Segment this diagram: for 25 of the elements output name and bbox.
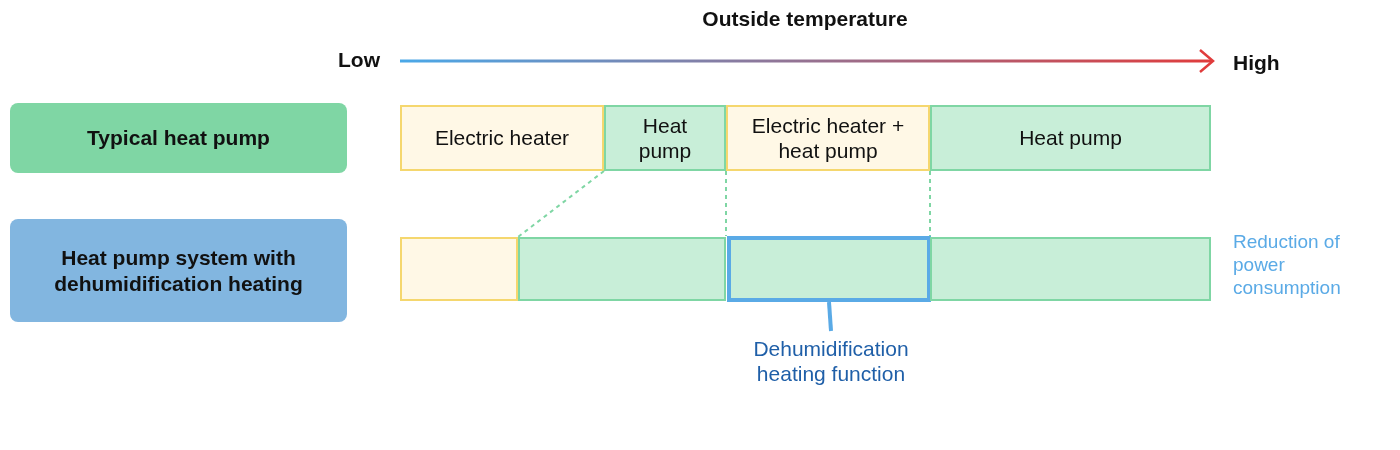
axis-label: Low — [337, 47, 380, 73]
segment-bar — [518, 237, 726, 301]
segment-bar — [400, 105, 604, 171]
dashed-guide-line — [725, 170, 727, 237]
axis-label: High — [1233, 50, 1281, 76]
callout-text: Dehumidification heating function — [752, 335, 910, 387]
row-label — [10, 103, 347, 173]
segment-bar — [604, 105, 726, 171]
segment-label: Electric heater — [433, 125, 571, 151]
segment-bar — [930, 237, 1211, 301]
leader-line — [827, 301, 833, 332]
row-label — [10, 219, 347, 322]
dashed-guide-line — [929, 170, 931, 237]
dashed-guide-line — [517, 170, 605, 238]
segment-bar — [400, 237, 518, 301]
note-text: Reduction of power consumption — [1233, 231, 1342, 300]
segment-label: Heat pump — [1018, 125, 1123, 151]
segment-label: Electric heater + heat pump — [750, 112, 906, 164]
segment-bar — [726, 105, 930, 171]
segment-label: Heat pump — [637, 112, 693, 164]
segment-bar — [930, 105, 1211, 171]
segment-label: Typical heat pump — [86, 125, 271, 151]
axis-title: Outside temperature — [701, 6, 909, 32]
highlighted-segment — [727, 236, 931, 302]
segment-label: Heat pump system with dehumidification heating — [53, 245, 304, 296]
